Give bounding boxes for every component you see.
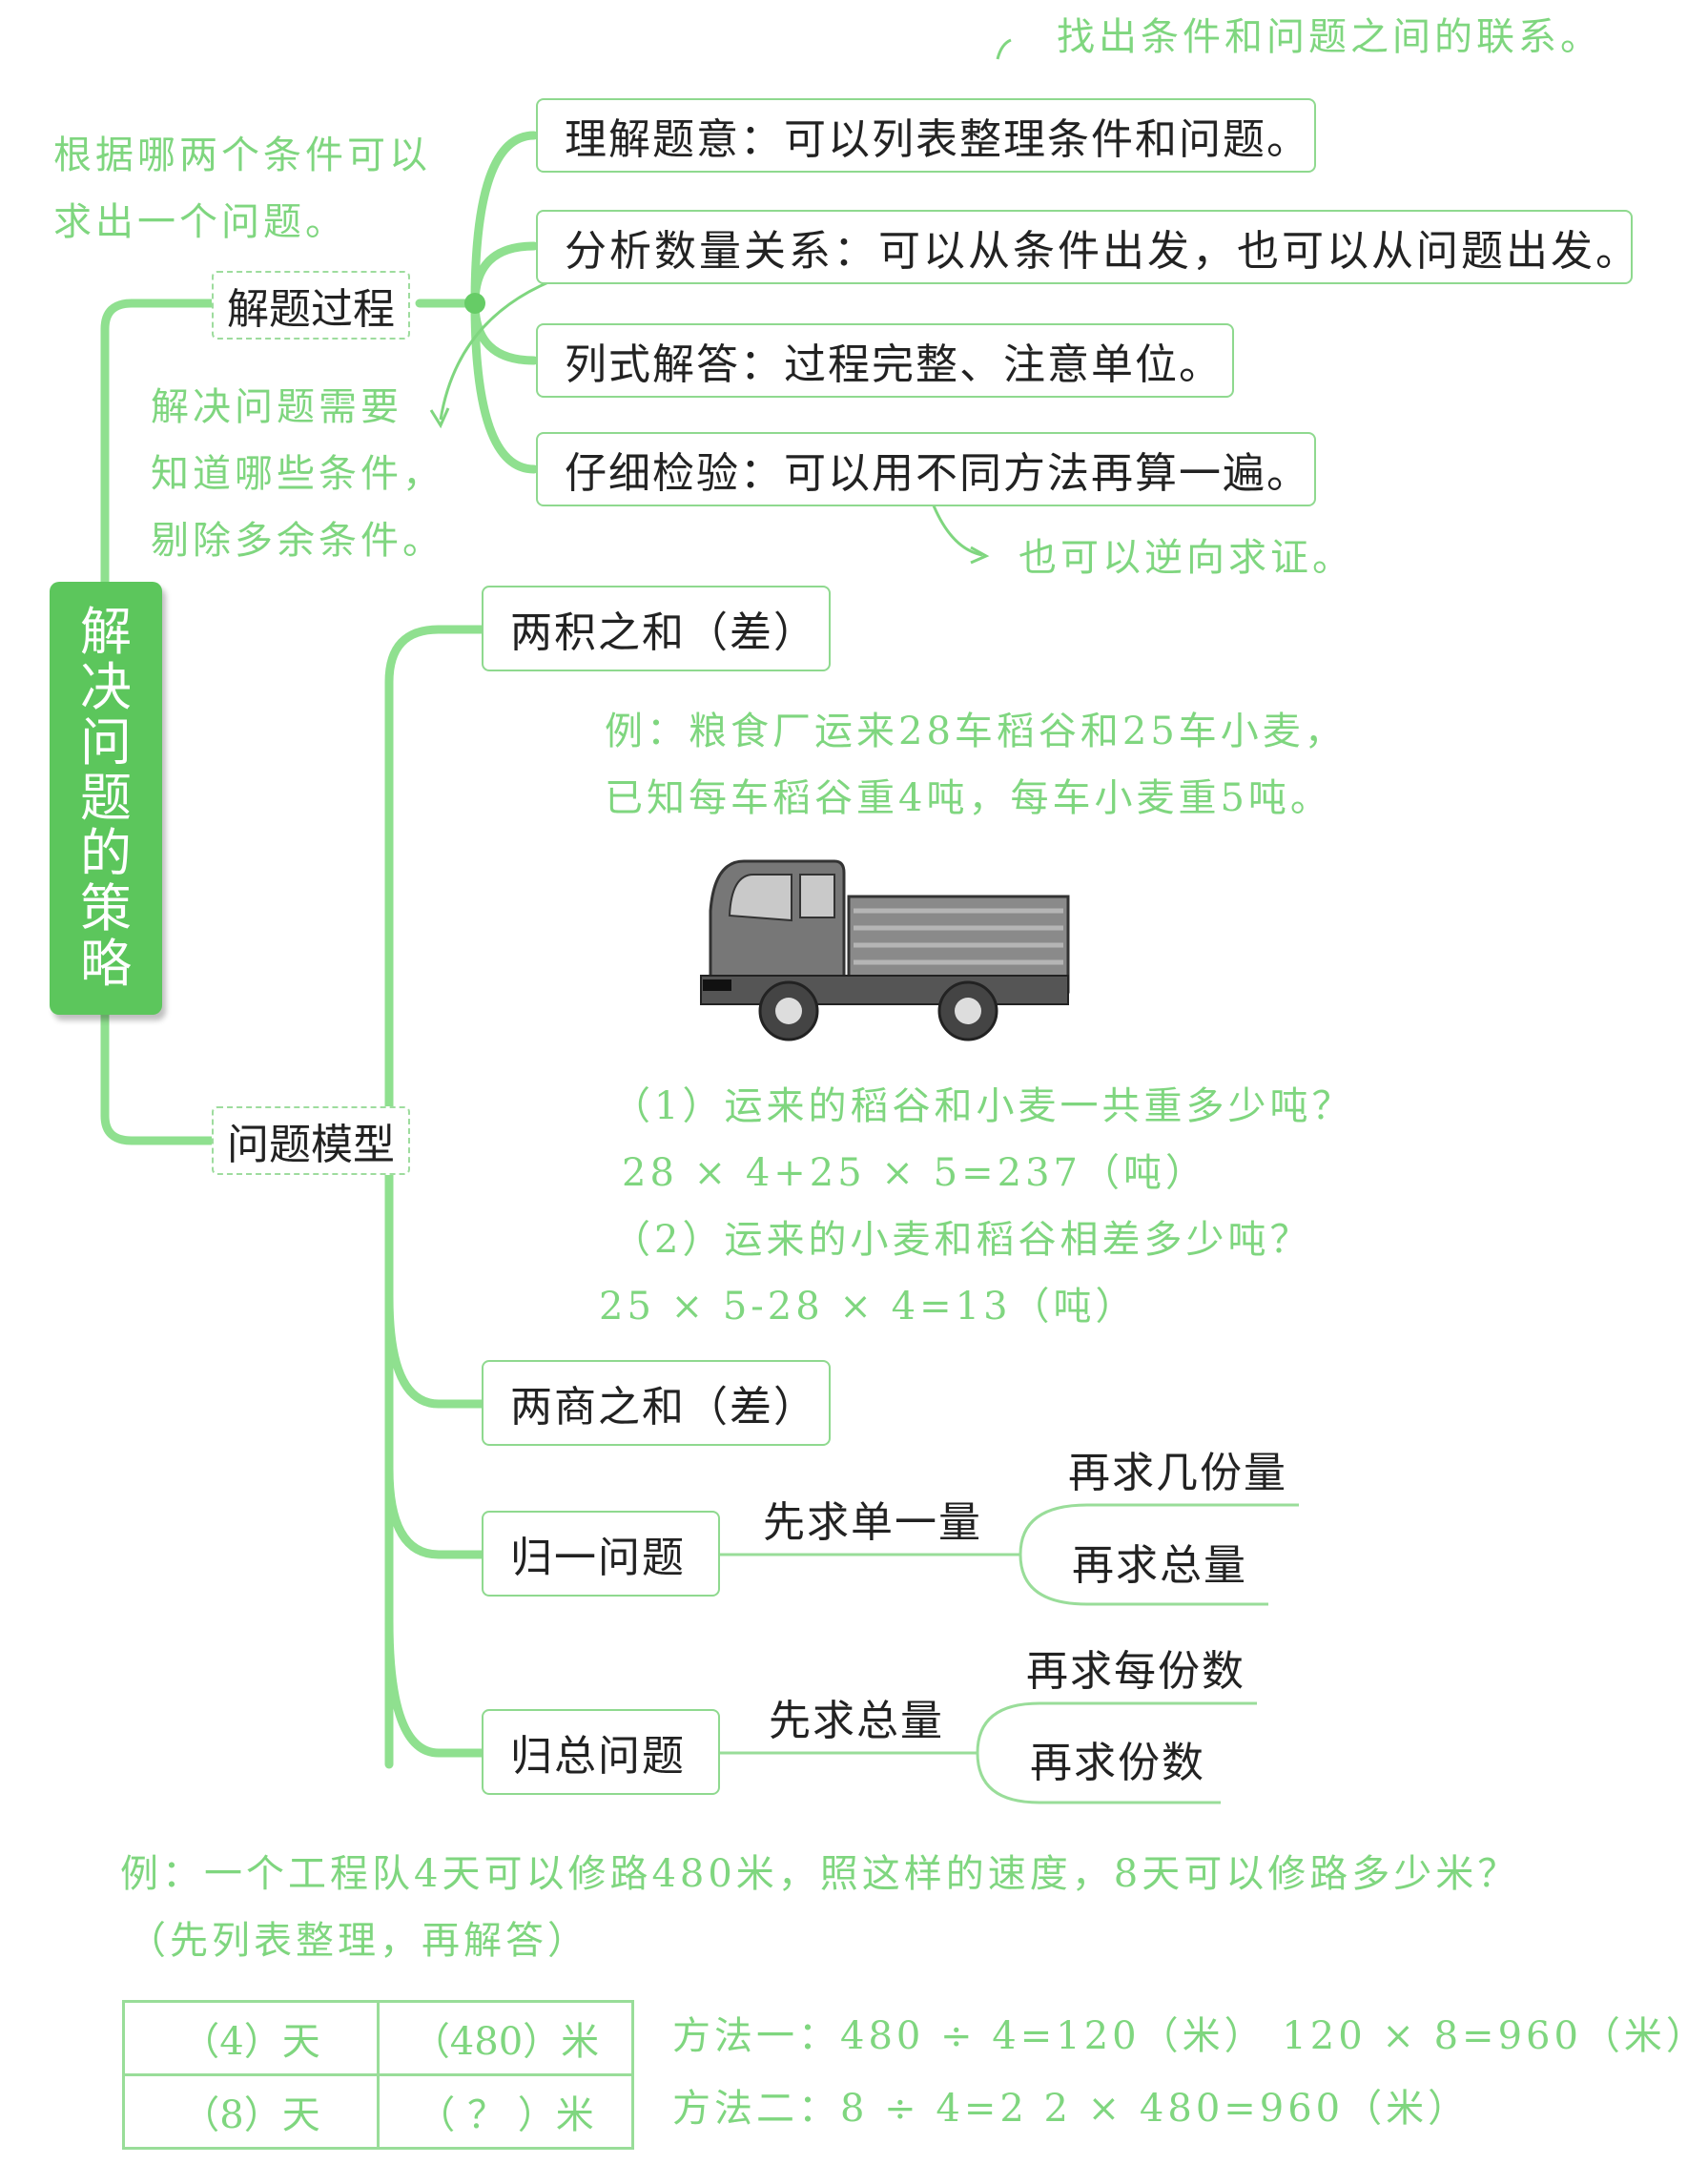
note-two-conditions-line-1: 根据哪两个条件可以 [53,134,431,177]
note-two-conditions: 根据哪两个条件可以 求出一个问题。 [53,122,431,256]
unify-then-total: 再求总量 [1072,1541,1247,1590]
step-analyze: 分析数量关系：可以从条件出发，也可以从问题出发。 [536,210,1637,284]
note-needed-conditions-line-2: 知道哪些条件， [151,452,444,496]
unify-first-step: 先求单一量 [763,1498,982,1547]
product-question-2: （2）运来的小麦和稻谷相差多少吨？ [612,1218,1312,1262]
table-cell: （4）天 [122,2000,380,2076]
example2-question: 例：一个工程队4天可以修路480米，照这样的速度，8天可以修路多少米？ [120,1852,1520,1896]
note-reverse-check: 也可以逆向求证。 [1019,536,1354,580]
total-then-count: 再求份数 [1030,1739,1205,1787]
models-branch-label: 问题模型 [212,1106,410,1175]
truck-illustration [700,859,1070,1041]
product-answer-1: 28 × 4+25 × 5=237（吨） [622,1151,1207,1195]
model-product: 两积之和（差） [482,586,831,671]
root-label: 解决问题的策略 [80,602,132,994]
process-branch-label: 解题过程 [212,271,410,340]
model-unify: 归一问题 [482,1511,720,1597]
product-example-line-1: 例：粮食厂运来28车稻谷和25车小麦， [605,710,1347,753]
product-example-line-2: 已知每车稻谷重4吨，每车小麦重5吨。 [605,776,1332,820]
method-one: 方法一：480 ÷ 4=120（米） 120 × 8=960（米） [672,2014,1708,2058]
note-needed-conditions: 解决问题需要 知道哪些条件， 剔除多余条件。 [151,374,444,574]
product-example: 例：粮食厂运来28车稻谷和25车小麦， 已知每车稻谷重4吨，每车小麦重5吨。 [605,698,1347,832]
note-relation: 找出条件和问题之间的联系。 [1057,15,1602,59]
model-total: 归总问题 [482,1709,720,1795]
root-node: 解决问题的策略 [50,582,162,1015]
product-answer-2: 25 × 5-28 × 4=13（吨） [599,1285,1138,1329]
step-check: 仔细检验：可以用不同方法再算一遍。 [536,432,1316,506]
total-first-step: 先求总量 [769,1697,944,1745]
example2-table: （4）天 （480）米 （8）天 （ ？ ）米 [122,2000,634,2150]
step-understand: 理解题意：可以列表整理条件和问题。 [536,98,1316,173]
note-needed-conditions-line-3: 剔除多余条件。 [151,519,444,563]
table-cell: （8）天 [122,2073,380,2150]
model-quotient: 两商之和（差） [482,1360,831,1446]
table-cell: （480）米 [377,2000,634,2076]
table-cell: （ ？ ）米 [377,2073,634,2150]
total-then-each: 再求每份数 [1026,1647,1245,1696]
note-two-conditions-line-2: 求出一个问题。 [53,200,347,244]
table-row: （8）天 （ ？ ）米 [122,2073,634,2150]
step-solve: 列式解答：过程完整、注意单位。 [536,323,1234,398]
example2-hint: （先列表整理，再解答） [128,1919,589,1963]
method-two: 方法二：8 ÷ 4=2 2 × 480=960（米） [672,2087,1471,2131]
note-needed-conditions-line-1: 解决问题需要 [151,385,402,429]
table-row: （4）天 （480）米 [122,2000,634,2076]
product-question-1: （1）运来的稻谷和小麦一共重多少吨？ [612,1084,1354,1128]
unify-then-parts: 再求几份量 [1068,1449,1287,1497]
